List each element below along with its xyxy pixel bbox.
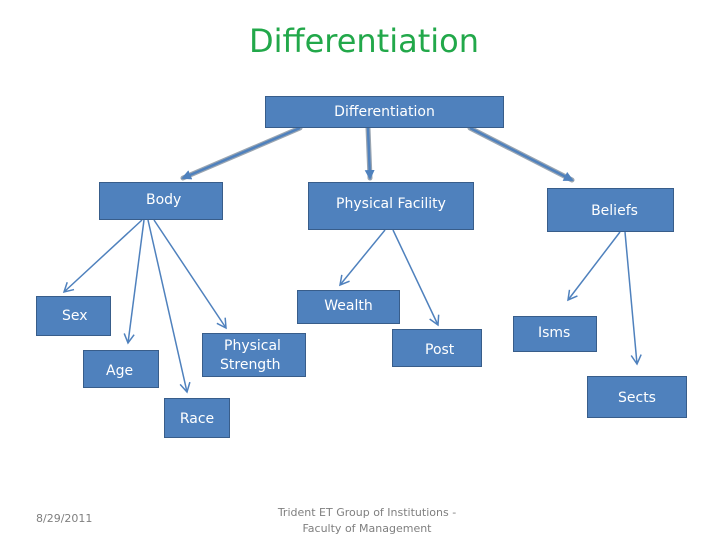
node-wealth-label: Wealth [324,298,373,314]
node-sects-label: Sects [618,390,656,406]
node-sex: Sex [36,296,111,336]
node-physical-strength-line2: Strength [220,357,281,373]
node-isms: Isms [513,316,597,352]
node-differentiation: Differentiation [265,96,504,128]
node-race-label: Race [179,411,215,427]
node-physical-facility: Physical Facility [308,182,474,230]
footer-date: 8/29/2011 [36,512,93,525]
node-beliefs-label: Beliefs [591,203,638,219]
node-race: Race [164,398,230,438]
footer-source: Trident ET Group of Institutions - Facul… [262,505,472,537]
node-post: Post [392,329,482,367]
node-wealth: Wealth [297,290,400,324]
node-physical-facility-label: Physical Facility [336,196,446,212]
footer-source-line1: Trident ET Group of Institutions - [277,506,457,519]
node-sex-label: Sex [62,308,88,324]
node-differentiation-label: Differentiation [334,104,435,120]
node-beliefs: Beliefs [547,188,674,232]
root-arrows [180,125,575,183]
node-isms-label: Isms [538,325,571,341]
node-body-label: Body [146,192,182,208]
node-post-label: Post [425,342,455,358]
node-sects: Sects [587,376,687,418]
facility-arrows [339,229,440,327]
footer-source-line2: Faculty of Management [302,522,432,535]
node-body: Body [99,182,223,220]
node-age-label: Age [106,363,134,379]
node-physical-strength: Physical Strength [202,333,306,377]
body-arrows [62,219,227,394]
beliefs-arrows [567,231,642,366]
node-age: Age [83,350,159,388]
node-physical-strength-line1: Physical [224,338,281,354]
slide-title: Differentiation [248,22,480,60]
